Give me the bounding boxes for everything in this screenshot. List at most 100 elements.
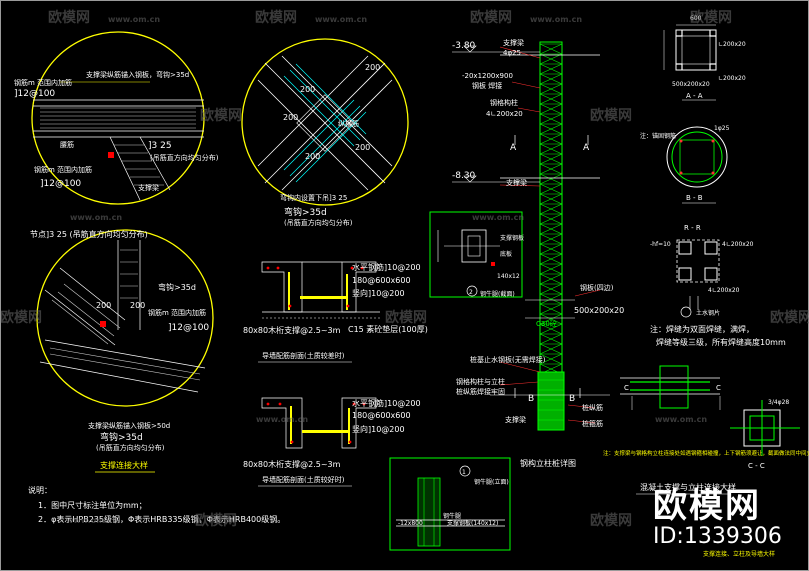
connection-plan xyxy=(620,365,721,410)
column-section-a1: A xyxy=(510,143,517,153)
detail-c-label1: 节点]3 25 (吊筋直方向均匀分布) xyxy=(30,229,148,239)
detail-c-200b: 200 xyxy=(130,301,145,310)
column-tag11: 支撑梁 xyxy=(505,415,526,424)
detail-a-label3: 钢筋m 范围内加筋 xyxy=(34,165,92,174)
watermark-site-8: www.om.cn xyxy=(66,516,118,525)
plan-c2: C xyxy=(716,384,721,392)
column-tag3b: 4∟200x20 xyxy=(486,110,523,118)
right-note2: 焊缝等级三级，所有焊缝高度10mm xyxy=(656,337,786,347)
right-note3: 注：支撑梁与钢格构立柱连接处如遇钢箍相碰撞，上下钢筋须避让，截面做法同中间支撑 xyxy=(603,449,809,457)
detail-b-center: 纵横筋 xyxy=(338,119,359,128)
detail-c-label6: 弯钩>35d xyxy=(100,431,143,443)
plate2-l1: -12x800 xyxy=(398,520,423,527)
detail-c-200a: 200 xyxy=(96,301,111,310)
section2-l3: 竖向]10@200 xyxy=(352,424,405,434)
detail-c-label4: 钢筋m 范围内加筋 xyxy=(148,308,206,317)
watermark-brand-9: 欧模网 xyxy=(770,309,809,326)
watermark-site-layer: www.om.cn www.om.cn www.om.cn www.om.cn … xyxy=(66,15,707,525)
watermark-brand-11: 欧模网 xyxy=(590,512,632,529)
plate-detail-elevation xyxy=(389,457,511,551)
watermark-brand-7: 欧模网 xyxy=(0,309,42,326)
plate2-title: 钢牛腿(立面) xyxy=(474,478,509,486)
column-title: 钢构立柱桩详图 xyxy=(520,458,576,468)
rr-title: R - R xyxy=(684,224,701,232)
section1-l4: 80x80木桁支撑@2.5~3m xyxy=(243,325,341,335)
section-a-a xyxy=(663,24,717,71)
section2-title: 导墙配筋剖面(土质较好时) xyxy=(262,475,345,484)
cc2-title: C - C xyxy=(748,462,765,470)
logo-brand-text: 欧模网 xyxy=(653,486,761,526)
right-title: 混凝土支撑与立柱连接大样 xyxy=(640,482,736,492)
lattice-column xyxy=(452,41,610,431)
watermark-brand-10: 欧模网 xyxy=(195,512,237,529)
watermark-brand-3: 欧模网 xyxy=(470,9,512,26)
lattice-bar xyxy=(539,113,563,125)
detail-a-label1: 钢筋m 范围内加筋 xyxy=(14,78,72,87)
lattice-bar xyxy=(539,63,563,75)
column-section-a2: A xyxy=(583,143,590,153)
lattice-bar xyxy=(539,243,563,255)
column-tag1: 支撑梁 xyxy=(503,38,524,47)
watermark-brand-2: 欧模网 xyxy=(255,9,297,26)
detail-b-200d: 200 xyxy=(355,143,370,152)
lattice-bar xyxy=(539,173,563,185)
lattice-bar xyxy=(539,143,563,155)
guide-wall-section-1 xyxy=(261,261,380,319)
lattice-bar xyxy=(539,273,563,285)
lattice-bar xyxy=(539,343,563,355)
rr-l3: 4∟200x20 xyxy=(708,287,740,294)
watermark-site-3: www.om.cn xyxy=(530,15,582,24)
section1-l5: C15 素砼垫层(100厚) xyxy=(348,324,428,334)
lattice-bar xyxy=(539,123,563,135)
watermark-brand-6: 欧模网 xyxy=(590,107,632,124)
lattice-bar xyxy=(539,313,563,325)
watermark-site-4: www.om.cn xyxy=(70,213,122,222)
detail-b-200c: 200 xyxy=(305,152,320,161)
plate-l1: 支撑钢板 xyxy=(500,234,524,242)
watermark-brand-5: 欧模网 xyxy=(200,107,242,124)
rr-l1: -hf=10 xyxy=(650,241,671,248)
section-c-c xyxy=(730,400,800,456)
detail-b-circle xyxy=(241,38,409,206)
lattice-bar xyxy=(539,283,563,295)
watermark-site-2: www.om.cn xyxy=(315,15,367,24)
detail-c-label7: (吊筋直方向均匀分布) xyxy=(96,443,165,452)
lattice-bar xyxy=(539,333,563,345)
rr-l2: 4∟200x20 xyxy=(722,241,754,248)
lattice-bar xyxy=(539,133,563,145)
watermark-brand-1: 欧模网 xyxy=(48,9,90,26)
column-tag4: 支撑梁 xyxy=(506,178,527,187)
lattice-bar xyxy=(539,353,563,365)
detail-b-200e: 200 xyxy=(300,85,315,94)
cc2-l1: 3/4φ28 xyxy=(768,399,789,406)
lattice-bar xyxy=(539,233,563,245)
column-tag1b: 4φ25 xyxy=(503,49,521,57)
detail-a-label5: ]3 25 xyxy=(148,141,172,151)
aa-dim1: 600 xyxy=(690,15,702,22)
detail-a-label7: 支撑梁 xyxy=(138,183,159,192)
detail-c-title: 支撑连接大样 xyxy=(100,460,148,470)
section1-l2: 180@600x600 xyxy=(352,276,411,285)
plan-c1: C xyxy=(624,384,629,392)
lattice-bar xyxy=(539,153,563,165)
lattice-bar xyxy=(539,93,563,105)
brand-logo: 欧模网 ID:1339306 xyxy=(653,488,803,550)
lattice-bar xyxy=(539,203,563,215)
aa-l2: 500x200x20 xyxy=(672,81,710,88)
column-level-1: -3.80 xyxy=(452,41,476,51)
lattice-bar xyxy=(539,163,563,175)
lattice-bar xyxy=(539,253,563,265)
plate2-l3: 支撑钢板(140x12) xyxy=(447,519,498,527)
column-tag5: 钢板(四边) xyxy=(580,283,614,292)
detail-b-note2: 弯钩>35d xyxy=(284,206,327,218)
section1-l3: 竖向]10@200 xyxy=(352,288,405,298)
watermark-site-5: www.om.cn xyxy=(472,213,524,222)
lattice-bar xyxy=(539,213,563,225)
aa-l3: ∟200x20 xyxy=(718,75,746,82)
section-r-r xyxy=(676,239,720,318)
section-b-b xyxy=(666,126,728,188)
notes-1: 1．图中尺寸标注单位为mm； xyxy=(38,500,147,510)
bb-l2: 1φ25 xyxy=(714,125,730,132)
watermark-layer: 欧模网 欧模网 欧模网 欧模网 欧模网 欧模网 欧模网 欧模网 欧模网 欧模网 … xyxy=(0,9,809,529)
